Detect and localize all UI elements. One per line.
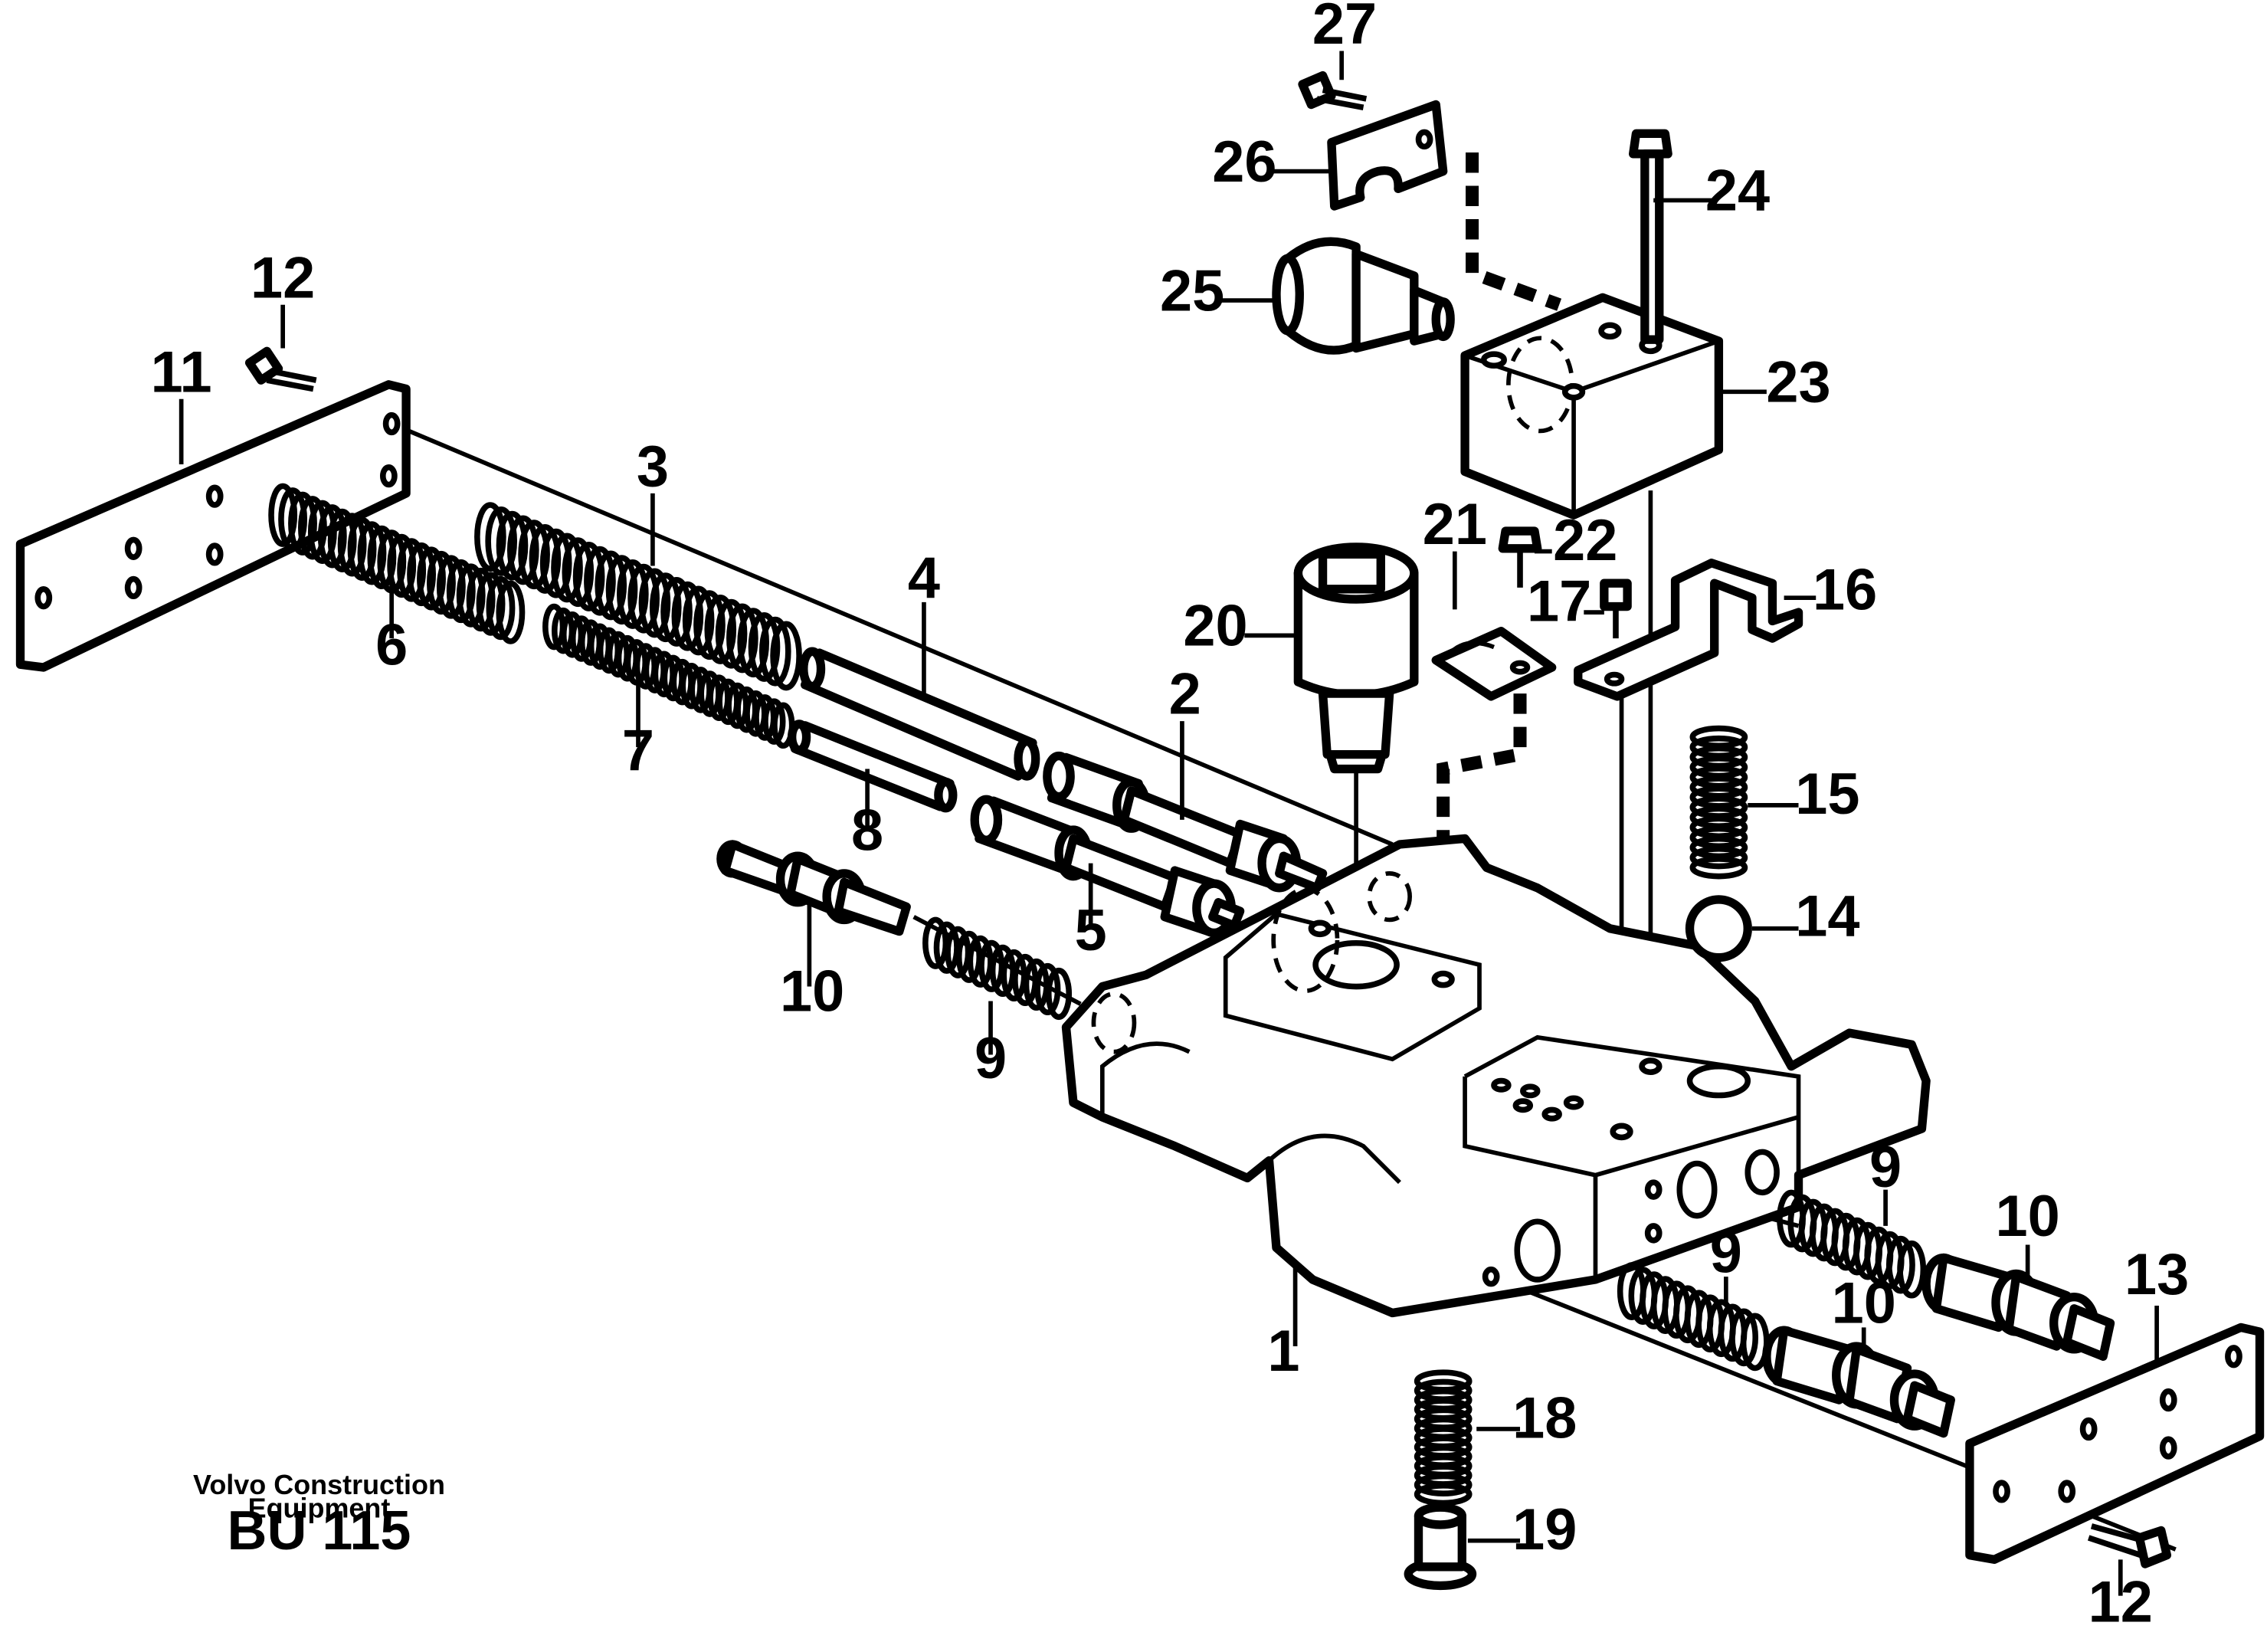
end-plate-13 xyxy=(1965,1323,2265,1565)
callout-10-right-upper: 10 xyxy=(1996,1184,2060,1249)
spool-5 xyxy=(970,795,1245,938)
callout-10-left: 10 xyxy=(780,959,844,1024)
screw-22 xyxy=(1498,526,1542,588)
callout-23: 23 xyxy=(1766,350,1830,415)
callout-4: 4 xyxy=(908,546,940,611)
spring-18 xyxy=(1414,1369,1473,1506)
valve-10-left xyxy=(716,840,911,936)
footer-code: BU 115 xyxy=(228,1500,411,1562)
bracket-16 xyxy=(1574,559,1803,701)
sensor-25 xyxy=(1272,237,1455,355)
sensor-block-23 xyxy=(1460,293,1724,520)
callout-5: 5 xyxy=(1075,898,1107,963)
callout-26: 26 xyxy=(1212,129,1276,195)
callout-2: 2 xyxy=(1169,662,1201,727)
screw-27 xyxy=(1298,70,1368,111)
callout-7: 7 xyxy=(622,718,654,783)
spring-9-right-lower xyxy=(1617,1262,1770,1372)
callout-10-right-lower: 10 xyxy=(1832,1271,1896,1336)
spool-2 xyxy=(1043,751,1328,893)
callout-20: 20 xyxy=(1183,594,1247,659)
pin-4 xyxy=(799,647,1040,781)
callout-22: 22 xyxy=(1553,508,1617,573)
footer-company-line1: Volvo Construction xyxy=(193,1469,445,1500)
callout-21: 21 xyxy=(1423,492,1487,557)
callout-17: 17 xyxy=(1527,569,1591,634)
valve-body xyxy=(1061,834,1931,1318)
callout-8: 8 xyxy=(851,798,883,864)
footer-company-line2: Equipment xyxy=(248,1492,391,1523)
plunger-19 xyxy=(1404,1503,1477,1591)
spring-15 xyxy=(1689,725,1748,880)
solenoid-valve-20 xyxy=(1293,542,1419,774)
callout-1: 1 xyxy=(1267,1319,1299,1384)
dashed-guide-26 xyxy=(1466,152,1562,311)
callout-24: 24 xyxy=(1705,159,1770,224)
valve-10-right-upper xyxy=(1921,1253,2115,1361)
pin-8 xyxy=(787,719,958,813)
screw-17 xyxy=(1600,579,1632,639)
callout-11: 11 xyxy=(151,339,212,405)
callout-14: 14 xyxy=(1795,883,1859,949)
spring-9-left xyxy=(922,916,1073,1021)
callout-25: 25 xyxy=(1160,258,1224,323)
ball-14 xyxy=(1685,895,1752,962)
callout-9-right-upper: 9 xyxy=(1869,1135,1902,1200)
callout-27: 27 xyxy=(1312,0,1377,57)
callout-9-left: 9 xyxy=(975,1026,1007,1091)
callout-16: 16 xyxy=(1813,557,1877,622)
spring-6 xyxy=(268,483,526,644)
callout-3: 3 xyxy=(637,434,669,499)
leader-lines xyxy=(179,51,2159,1596)
valve-10-right-lower xyxy=(1762,1326,1955,1438)
callout-18: 18 xyxy=(1512,1385,1577,1450)
screw-12-bottom xyxy=(2087,1523,2172,1568)
callout-15: 15 xyxy=(1795,762,1859,827)
callout-6: 6 xyxy=(375,612,408,677)
callout-19: 19 xyxy=(1512,1497,1577,1562)
end-plate-11 xyxy=(15,380,411,672)
footer: Volvo Construction Equipment BU 115 xyxy=(193,1469,445,1562)
lock-plate-26 xyxy=(1327,100,1448,211)
callout-13: 13 xyxy=(2124,1242,2189,1307)
callout-labels: 1 2 3 4 5 6 7 8 9 9 9 10 10 10 11 12 12 … xyxy=(151,0,2190,1635)
spring-9-right-upper xyxy=(1777,1189,1927,1299)
callout-12-bottom: 12 xyxy=(2088,1570,2153,1635)
callout-12-top: 12 xyxy=(251,245,315,310)
spring-3 xyxy=(474,502,802,691)
bracket-21 xyxy=(1431,627,1557,701)
screw-12-top xyxy=(244,346,317,392)
callout-9-right-lower: 9 xyxy=(1710,1220,1742,1285)
